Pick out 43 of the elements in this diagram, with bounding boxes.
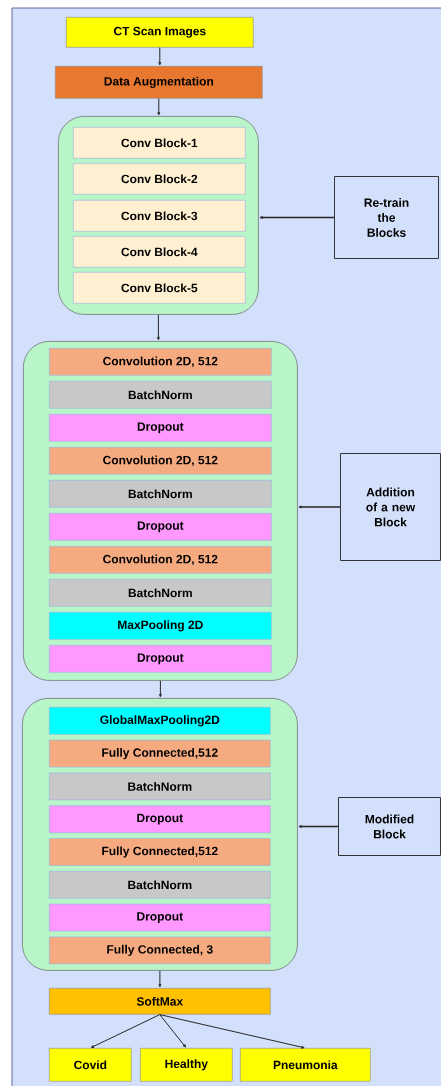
layer-box: MaxPooling 2D	[49, 612, 272, 640]
layer-box: Fully Connected, 3	[49, 936, 271, 965]
layer-box: BatchNorm	[49, 579, 272, 607]
layer-box: Conv Block-1	[73, 127, 246, 159]
layer-box: BatchNorm	[49, 772, 271, 801]
layer-box: BatchNorm	[49, 381, 272, 409]
layer-box: Fully Connected,512	[49, 838, 271, 866]
note-box: Modified Block	[338, 797, 441, 856]
arrow	[158, 680, 162, 698]
layer-box: Dropout	[49, 903, 271, 932]
arrow	[90, 1014, 161, 1048]
layer-box: Conv Block-4	[73, 236, 246, 268]
layer-box: Dropout	[49, 414, 272, 442]
output-box: Covid	[49, 1048, 132, 1082]
arrow	[157, 98, 161, 116]
note-box: Addition of a new Block	[340, 453, 441, 561]
softmax-box: SoftMax	[49, 988, 271, 1015]
arrow	[159, 1014, 186, 1048]
layer-box: Convolution 2D, 512	[49, 348, 272, 376]
layer-box: Conv Block-5	[73, 272, 246, 304]
layer-box: Dropout	[49, 805, 271, 833]
output-box: Pneumonia	[240, 1048, 371, 1082]
arrow	[159, 1014, 305, 1049]
arrow	[158, 47, 162, 66]
layer-box: Conv Block-2	[73, 163, 246, 195]
output-box: Healthy	[140, 1048, 233, 1082]
layer-box: Conv Block-3	[73, 200, 246, 232]
arrow	[298, 505, 341, 509]
arrow	[298, 825, 339, 828]
arrow	[259, 216, 335, 219]
layer-box: BatchNorm	[49, 871, 271, 899]
layer-box: GlobalMaxPooling2D	[49, 707, 271, 735]
layer-box: Dropout	[49, 513, 272, 541]
layer-box: BatchNorm	[49, 480, 272, 508]
note-box: Re-train the Blocks	[334, 176, 439, 259]
process-box: Data Augmentation	[55, 66, 263, 99]
layer-box: Fully Connected,512	[49, 739, 271, 768]
layer-box: Convolution 2D, 512	[49, 546, 272, 574]
arrow	[156, 314, 160, 341]
layer-box: Dropout	[49, 645, 272, 673]
arrow	[158, 970, 162, 988]
layer-box: Convolution 2D, 512	[49, 447, 272, 475]
input-box: CT Scan Images	[66, 17, 254, 48]
